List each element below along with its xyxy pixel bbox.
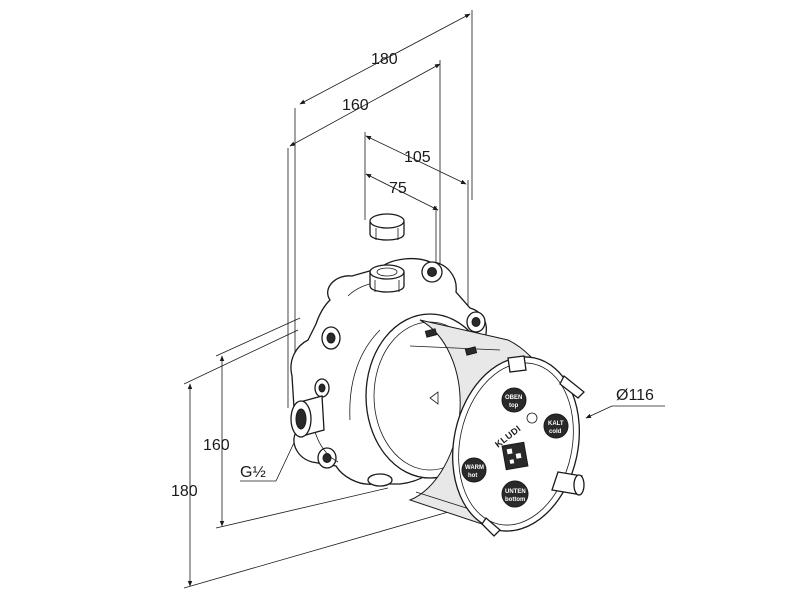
label-text-cold: KALT [548,421,564,427]
sleeve-marker [464,346,478,356]
qr-code-icon [501,441,529,471]
label-text-warm: WARM [465,465,484,471]
label-circle [543,413,569,439]
dim-75-label: 75 [389,180,407,197]
cover-label-top: OBEN top [501,387,527,413]
lug-hole [318,383,326,393]
cover-clip-bottom [481,517,501,537]
dim-180-vertical-label: 180 [171,483,198,500]
diameter-leader [585,405,613,419]
qr-block [501,441,529,471]
diameter-dimension: Ø116 [585,387,665,419]
qr-cell [506,448,513,455]
dim-160-top-label: 160 [342,97,369,114]
top-dimensions: 180 160 105 75 [287,10,473,428]
label-text-top: OBEN [505,395,522,401]
plug-flats [375,228,399,240]
label-circle [501,387,527,413]
shaft-end [573,474,585,496]
lug-hole [322,453,332,463]
label-circle [501,480,529,508]
ext-line [183,329,299,385]
ext-line [183,499,491,589]
diameter-label: Ø116 [616,387,654,404]
lug-hole [326,332,336,344]
ext-line [215,317,301,357]
dim-160-vertical-label: 160 [203,437,230,454]
bottom-outlet [367,473,393,487]
label-text-bottom: UNTEN [505,489,526,495]
sleeve-arrow [429,391,439,405]
label-subtext-warm: hot [468,473,477,479]
left-port [290,395,325,438]
dim-line-160-top [289,63,441,147]
plug-top [369,213,405,229]
sleeve-assembly: KLUDI OBEN top KALT cold WARM hot UNTEN … [365,313,585,537]
outlet-top [369,264,405,280]
cover-label-bottom: UNTEN bottom [501,480,529,508]
cover-disc-rim [458,362,574,526]
port-bore [295,408,307,430]
outlet-flats [374,280,400,292]
dim-105-label: 105 [404,149,431,166]
cover-clip-right [559,374,585,399]
cylinder-edge [409,345,501,351]
kludi-logo-icon [526,412,538,424]
top-outlet [369,264,405,293]
lug-hole [471,317,481,327]
lug-hole [427,267,437,277]
label-circle [461,457,487,483]
label-subtext-top: top [509,403,519,409]
label-subtext-bottom: bottom [505,497,525,503]
mounting-lugs [314,261,486,469]
cover-label-cold: KALT cold [543,413,569,439]
dim-line-75 [365,173,439,211]
qr-cell [509,459,515,464]
thread-label: G½ [240,464,266,481]
label-subtext-cold: cold [549,429,562,435]
ext-line [215,487,389,529]
sleeve-marker [424,328,438,338]
outlet-bore [376,267,398,277]
dim-line-105 [365,135,467,185]
plug-cap [369,213,405,241]
housing-rib [349,329,381,421]
qr-cell [515,452,522,459]
cover-label-warm: WARM hot [461,457,487,483]
dim-180-top-label: 180 [371,51,398,68]
cover-clip-top [507,355,527,373]
